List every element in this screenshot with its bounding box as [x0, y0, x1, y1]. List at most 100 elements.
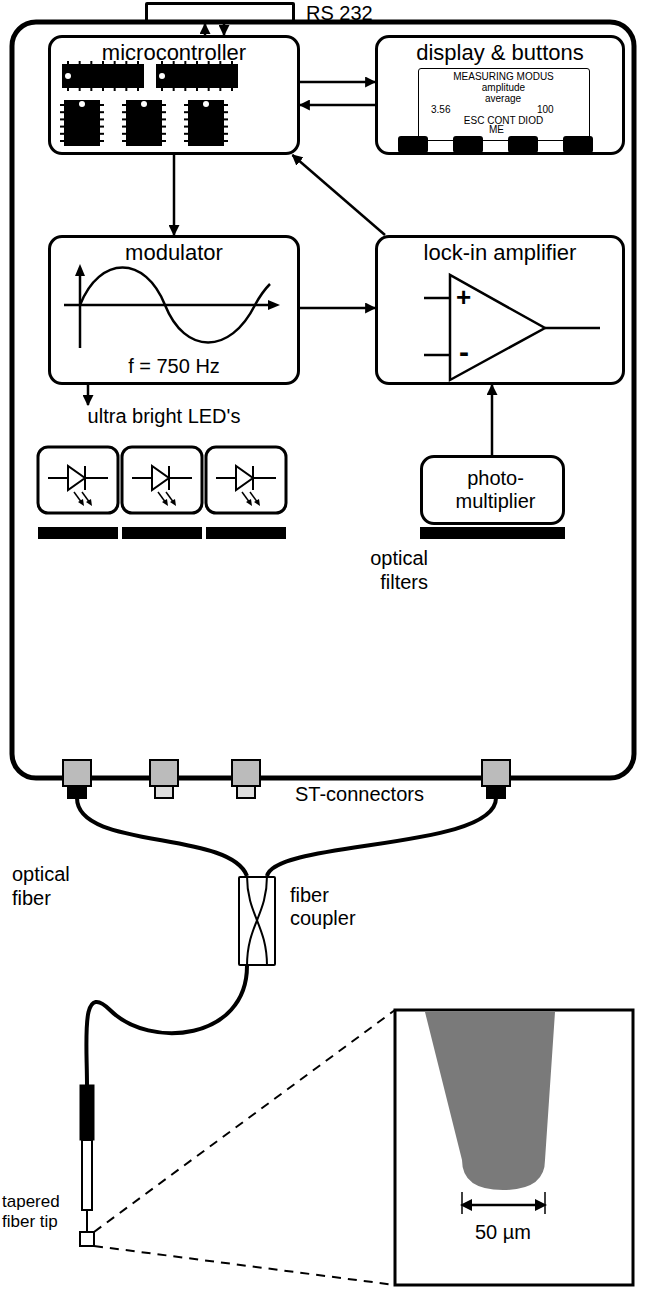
- ic-chip: [126, 100, 162, 146]
- ic-chip: [125, 88, 127, 91]
- modulator-box: modulatorf = 750 Hz: [48, 235, 300, 385]
- signal-arrow: [491, 385, 494, 455]
- fiber-probe: [80, 1085, 94, 1140]
- st-connector: [487, 786, 505, 798]
- ic-chip: [60, 140, 64, 142]
- zoom-inset: [466, 1204, 541, 1207]
- zoom-inset: [461, 1192, 463, 1214]
- ic-chip: [60, 104, 64, 106]
- ic-chip: [79, 88, 81, 91]
- ic-chip: [100, 133, 104, 135]
- box-title: RS 232: [306, 2, 416, 25]
- box-title: photo-multiplier: [435, 467, 556, 513]
- ic-chip: [62, 64, 144, 88]
- zoom-inset: [395, 1010, 633, 1285]
- optical-filter: [38, 527, 565, 539]
- ic-chip: [224, 140, 228, 142]
- fiber-probe: [86, 1210, 88, 1232]
- ic-chip: [184, 104, 188, 106]
- led-symbol: [78, 499, 84, 506]
- ic-chip: [224, 126, 228, 128]
- coupler-fibers: [247, 876, 267, 966]
- ic-chip: [224, 104, 228, 106]
- led-symbol: [246, 499, 252, 506]
- box-text: ME: [489, 124, 529, 136]
- part-label: optical filters: [348, 546, 428, 594]
- op-amp-symbol: [424, 275, 600, 380]
- ic-chip: [162, 126, 166, 128]
- box-title: display & buttons: [378, 40, 622, 65]
- display-button: [508, 136, 538, 153]
- optical-fiber: [86, 966, 247, 1085]
- ic-chip: [60, 111, 64, 113]
- ic-chip: [64, 100, 100, 146]
- part-label: 50 µm: [455, 1220, 551, 1244]
- ic-chip: [67, 61, 69, 64]
- ic-chip: [156, 64, 238, 88]
- ic-chip: [79, 101, 85, 107]
- coupler-fibers: [247, 876, 267, 966]
- op-amp-symbol: [424, 297, 450, 300]
- signal-arrow: [300, 104, 375, 107]
- ic-chip: [159, 73, 165, 79]
- ic-chip: [162, 140, 166, 142]
- signal-arrow: [223, 24, 226, 35]
- housing: [12, 22, 634, 778]
- st-connector: [237, 786, 255, 798]
- signal-arrow: [173, 155, 176, 235]
- op-amp-symbol: [424, 354, 450, 357]
- signal-arrow: [292, 155, 385, 235]
- ic-chip: [90, 61, 92, 64]
- led-symbol: [38, 447, 286, 513]
- optical-fiber: [77, 798, 247, 876]
- ic-chip: [173, 88, 175, 91]
- detector-box: photo-multiplier: [420, 455, 565, 525]
- ic-chip: [184, 88, 186, 91]
- ic-chip: [100, 111, 104, 113]
- zoom-inset: [544, 1192, 546, 1214]
- st-connector: [482, 760, 510, 786]
- ic-chip: [90, 88, 92, 91]
- st-connector: [63, 760, 510, 798]
- display-screen: MEASURING MODUSamplitudeaverage3.56100ES…: [418, 68, 590, 141]
- ic-chip: [162, 118, 166, 120]
- ic-chip: [224, 111, 228, 113]
- display-button: [563, 136, 593, 153]
- ic-chip: [161, 88, 163, 91]
- ic-chip: [60, 61, 238, 146]
- ic-chip: [122, 126, 126, 128]
- housing: [12, 22, 634, 778]
- fiber-probe: [80, 1085, 94, 1246]
- part-label: tapered fiber tip: [2, 1192, 76, 1233]
- ic-chip: [122, 118, 126, 120]
- led-symbol: [152, 466, 169, 490]
- ic-chip: [162, 133, 166, 135]
- led-symbol: [168, 466, 170, 490]
- ic-chip: [60, 118, 64, 120]
- ic-chip: [79, 61, 81, 64]
- ic-chip: [196, 88, 198, 91]
- ic-chip: [60, 133, 64, 135]
- box-title: ultra bright LED's: [38, 405, 290, 428]
- led-symbol: [254, 499, 260, 506]
- ic-chip: [122, 133, 126, 135]
- pin-sign: +: [456, 282, 471, 313]
- led-group: ultra bright LED's: [38, 405, 296, 515]
- box-title: lock-in amplifier: [378, 240, 622, 265]
- ic-chip: [184, 111, 188, 113]
- fiber-probe: [82, 1140, 92, 1210]
- ic-chip: [100, 104, 104, 106]
- ic-chip: [67, 88, 69, 91]
- zoom-inset: [425, 1012, 555, 1190]
- optical-filter: [122, 527, 202, 539]
- display-box: display & buttonsMEASURING MODUSamplitud…: [375, 35, 625, 155]
- ic-chip: [100, 140, 104, 142]
- box-text: 3.56: [431, 104, 471, 116]
- op-amp-symbol: [545, 327, 600, 330]
- signal-arrow: [300, 81, 375, 84]
- coupler-fibers: [247, 876, 267, 966]
- optical-filter: [420, 527, 565, 539]
- ic-chip: [184, 140, 188, 142]
